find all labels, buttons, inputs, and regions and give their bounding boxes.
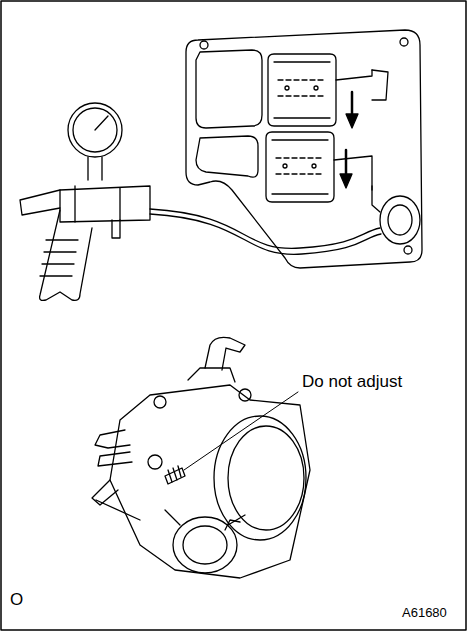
figure-code: A61680 [402,606,447,621]
part-note: Do not adjust [302,372,402,392]
view-mark: O [10,590,23,610]
